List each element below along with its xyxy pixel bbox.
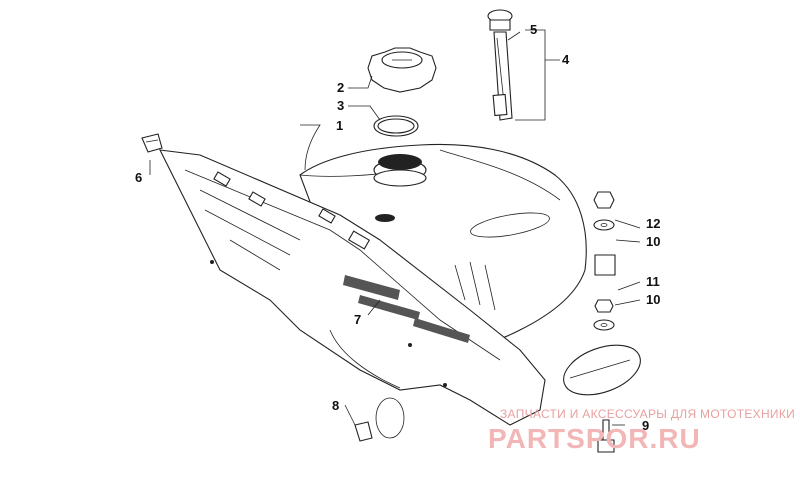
leader-lines [149,29,641,426]
callout-1: 1 [336,118,343,133]
washer-10-lower [593,319,615,331]
cap-gasket [373,115,419,137]
long-bolt-9 [597,419,615,453]
mount-pad-9 [563,344,641,396]
callout-labels: 1 2 3 4 5 6 7 8 9 10 10 11 12 [135,22,660,433]
callout-2: 2 [337,80,344,95]
callout-10-upper: 10 [646,234,660,249]
callout-10-lower: 10 [646,292,660,307]
callout-5: 5 [530,22,537,37]
callout-12: 12 [646,216,660,231]
nut-12 [593,191,615,209]
callout-7: 7 [354,312,361,327]
callout-11: 11 [646,274,660,289]
fuel-gauge-assembly [487,9,513,121]
callout-8: 8 [332,398,339,413]
bracket-tab [594,254,616,276]
callout-6: 6 [135,170,142,185]
callout-4: 4 [562,52,570,67]
mount-bracket [141,133,163,153]
fuel-cap [367,47,437,93]
callout-9: 9 [642,418,649,433]
watermark: ЗАПЧАСТИ И АКСЕССУАРЫ ДЛЯ МОТОТЕХНИКИ PA… [488,407,795,454]
side-shroud [159,149,546,426]
callout-3: 3 [337,98,344,113]
watermark-logo: PARTSPOR.RU [488,423,701,454]
washer-10-upper [593,219,615,231]
watermark-tagline: ЗАПЧАСТИ И АКСЕССУАРЫ ДЛЯ МОТОТЕХНИКИ [500,407,795,421]
nut-11 [594,299,614,313]
hatched-vent [343,275,470,343]
bolt-washer-8 [354,397,405,442]
